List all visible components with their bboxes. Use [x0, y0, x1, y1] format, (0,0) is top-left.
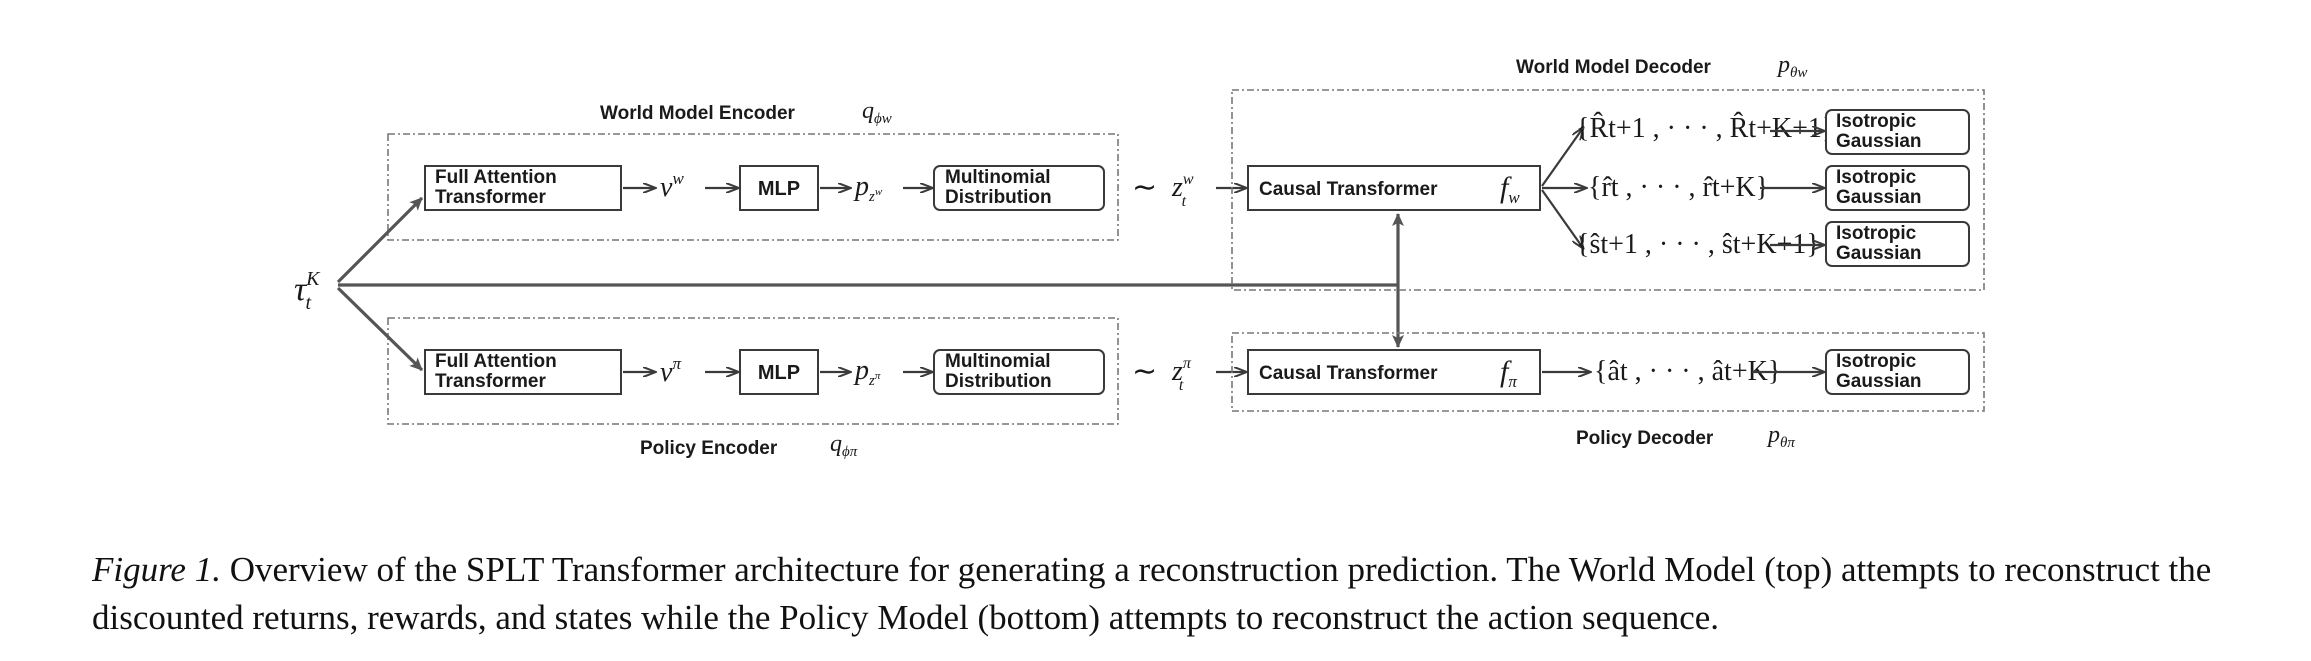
policy-encoder-frame	[387, 317, 1119, 425]
gaussian-line1: Isotropic	[1836, 111, 1917, 132]
world-latent-v: vw	[660, 169, 684, 203]
world-encoder-title: World Model Encoder	[600, 103, 796, 124]
world-tilde: ∼	[1132, 171, 1157, 204]
policy-mlp-box	[739, 349, 819, 395]
policy-encoder: Policy Encoder qϕπ Full Attention Transf…	[387, 317, 1119, 460]
world-model-decoder: World Model Decoder pθw Causal Transform…	[1231, 52, 1985, 291]
world-output-returns: {R̂t+1 , · · · , R̂t+K+1}	[1576, 112, 1835, 144]
gaussian-line2: Gaussian	[1836, 187, 1922, 208]
world-prob: pzw	[853, 171, 883, 205]
policy-latent-v: vπ	[660, 354, 681, 388]
policy-transformer-line2: Transformer	[435, 371, 546, 392]
policy-decoder: Policy Decoder pθπ Causal Transformer fπ…	[1231, 332, 1985, 451]
policy-multinomial-box	[933, 349, 1105, 395]
policy-prob: pzπ	[853, 355, 881, 389]
policy-gaussian-box	[1825, 349, 1970, 395]
policy-dist-line1: Multinomial	[945, 351, 1051, 372]
gaussian-line2: Gaussian	[1836, 371, 1922, 392]
world-output-rewards: {r̂t , · · · , r̂t+K}	[1588, 172, 1769, 203]
figure-label: Figure 1.	[92, 550, 221, 589]
policy-decoder-title: Policy Decoder	[1576, 428, 1714, 449]
world-decoder-frame	[1231, 89, 1985, 291]
world-gaussian-box-3	[1825, 221, 1970, 267]
world-mlp-box	[739, 165, 819, 211]
tau-to-world-arrow	[336, 196, 424, 284]
architecture-diagram: World Model Encoder qϕw Full Attention T…	[294, 52, 1985, 460]
world-model-encoder: World Model Encoder qϕw Full Attention T…	[387, 98, 1119, 241]
world-dist-line2: Distribution	[945, 187, 1052, 208]
world-encoder-param: qϕw	[862, 98, 892, 127]
policy-transformer-line1: Full Attention	[435, 351, 557, 372]
gaussian-line1: Isotropic	[1836, 167, 1917, 188]
figure-caption: Figure 1. Overview of the SPLT Transform…	[92, 546, 2272, 642]
world-transformer-line1: Full Attention	[435, 167, 557, 188]
world-dist-line1: Multinomial	[945, 167, 1051, 188]
world-transformer-line2: Transformer	[435, 187, 546, 208]
policy-mlp-label: MLP	[758, 362, 800, 384]
world-decoder-title: World Model Decoder	[1516, 57, 1712, 78]
policy-causal-transformer-box	[1247, 349, 1541, 395]
arrow	[1541, 128, 1583, 187]
arrow	[1541, 189, 1583, 248]
policy-full-attention-box	[424, 349, 622, 395]
policy-tilde: ∼	[1132, 355, 1157, 388]
gaussian-line1: Isotropic	[1836, 223, 1917, 244]
world-multinomial-box	[933, 165, 1105, 211]
policy-output-actions: {ât , · · · , ât+K}	[1594, 356, 1781, 387]
world-gaussian-box-2	[1825, 165, 1970, 211]
gaussian-line1: Isotropic	[1836, 351, 1917, 372]
policy-dist-line2: Distribution	[945, 371, 1052, 392]
world-causal-label: Causal Transformer	[1259, 179, 1438, 200]
world-causal-transformer-box	[1247, 165, 1541, 211]
policy-encoder-title: Policy Encoder	[640, 438, 778, 459]
policy-encoder-param: qϕπ	[830, 431, 858, 460]
tau-to-policy-arrow	[336, 286, 424, 372]
gaussian-line2: Gaussian	[1836, 131, 1922, 152]
gaussian-line2: Gaussian	[1836, 243, 1922, 264]
world-full-attention-box	[424, 165, 622, 211]
world-gaussian-box-1	[1825, 109, 1970, 155]
world-mlp-label: MLP	[758, 178, 800, 200]
policy-decoder-frame	[1231, 332, 1985, 412]
world-encoder-frame	[387, 133, 1119, 241]
policy-causal-label: Causal Transformer	[1259, 363, 1438, 384]
world-decoder-param: pθw	[1776, 52, 1807, 81]
caption-text: Overview of the SPLT Transformer archite…	[92, 550, 2212, 637]
policy-decoder-param: pθπ	[1766, 422, 1795, 451]
